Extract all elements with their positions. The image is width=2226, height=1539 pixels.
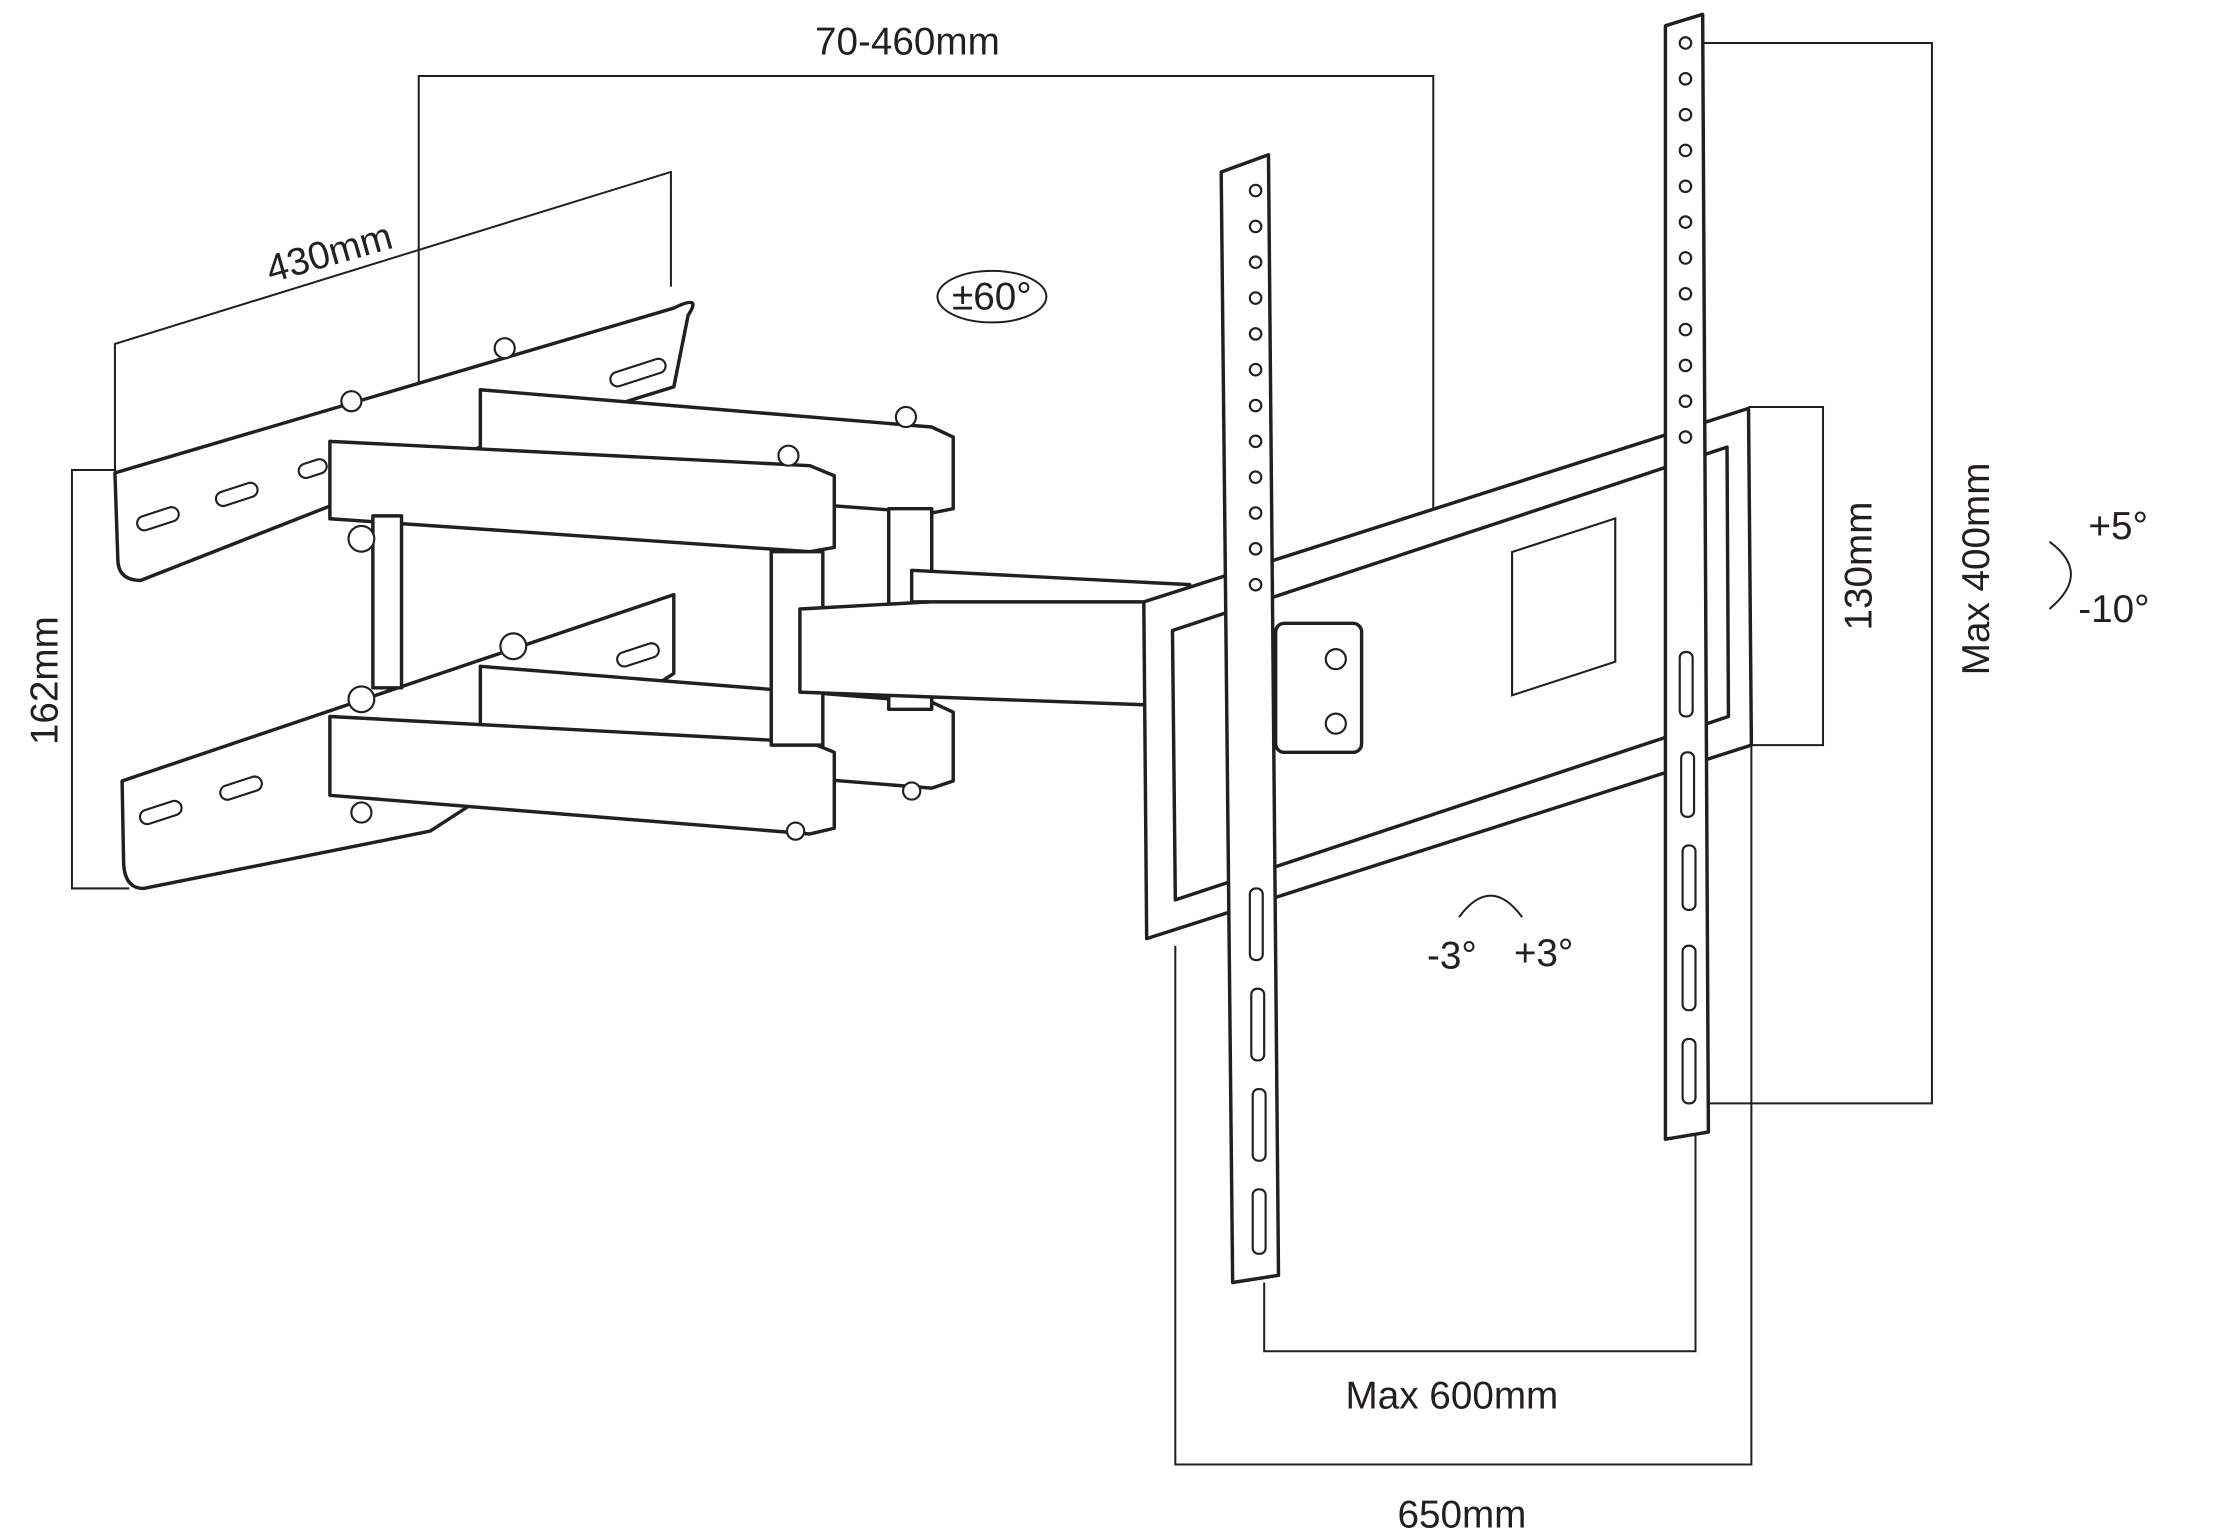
tv-adapter-plate — [1142, 406, 1754, 941]
bracket-width-label: 650mm — [1397, 1494, 1526, 1537]
tilt-down-label: -10° — [2078, 588, 2149, 631]
articulating-arms — [328, 337, 1192, 841]
arm-width-label: 430mm — [261, 215, 397, 292]
swivel-arrow-icon — [936, 269, 1048, 324]
swivel-label: ±60° — [952, 276, 1032, 319]
dimension-lines — [70, 41, 1933, 1466]
tilt-up-label: +5° — [2088, 505, 2148, 548]
rotate-left-label: -3° — [1427, 935, 1477, 978]
rotate-arrow-icon — [1458, 894, 1523, 918]
extension-label: 70-460mm — [815, 20, 1000, 63]
vesa-rails — [1219, 12, 1711, 1285]
rotation-arrows — [936, 269, 2072, 918]
max-vertical-label: Max 400mm — [1955, 463, 1998, 676]
wall-plate-height-label: 162mm — [24, 616, 67, 745]
max-horizontal-label: Max 600mm — [1346, 1375, 1559, 1418]
tilt-arrow-icon — [2048, 540, 2072, 610]
rotate-right-label: +3° — [1514, 932, 1574, 975]
adapter-height-label: 130mm — [1838, 502, 1881, 631]
